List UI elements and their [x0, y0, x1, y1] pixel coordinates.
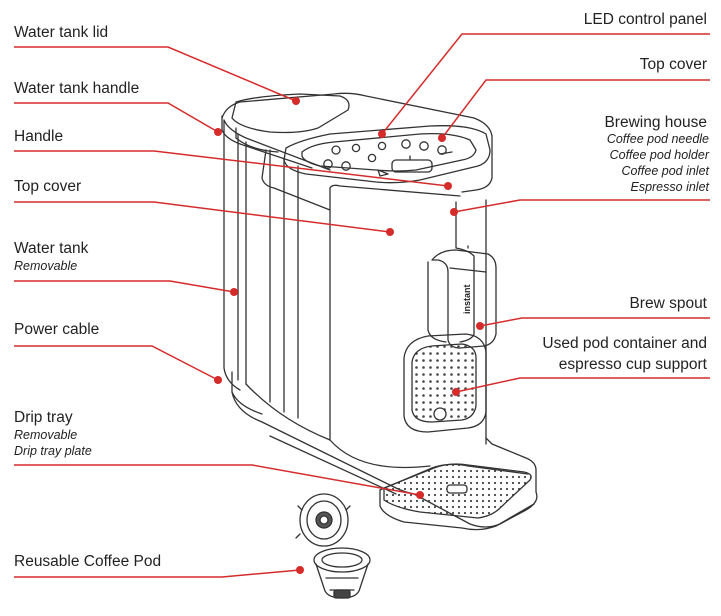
label-drip-tray-sub-2: Drip tray plate [14, 444, 92, 458]
callout-dots [214, 97, 484, 574]
label-used-pod-container-line1: Used pod container and [542, 335, 707, 352]
callout-lines [14, 33, 710, 578]
label-drip-tray-sub-1: Removable [14, 428, 78, 442]
label-power-cable: Power cable [14, 321, 100, 338]
label-used-pod-container-line2: espresso cup support [558, 356, 707, 373]
led-control-panel-drawing [283, 125, 491, 184]
label-brewing-house: Brewing house [604, 114, 707, 131]
drip-tray-drawing [231, 371, 538, 531]
label-handle: Handle [14, 128, 64, 145]
label-led-control-panel: LED control panel [583, 11, 707, 28]
label-reusable-coffee-pod: Reusable Coffee Pod [14, 553, 162, 570]
label-water-tank-handle: Water tank handle [14, 80, 140, 97]
label-brewing-sub-1: Coffee pod needle [606, 132, 709, 146]
brew-spout-drawing [427, 201, 497, 349]
label-water-tank-lid: Water tank lid [14, 24, 109, 41]
label-brew-spout: Brew spout [629, 295, 707, 312]
used-pod-container-drawing [403, 333, 487, 433]
label-top-cover-right: Top cover [639, 56, 707, 73]
label-drip-tray: Drip tray [14, 409, 73, 426]
label-brewing-sub-3: Coffee pod inlet [621, 164, 709, 178]
label-water-tank: Water tank [14, 240, 89, 257]
brand-logo: instant [462, 284, 472, 314]
label-top-cover-left: Top cover [14, 178, 82, 195]
label-water-tank-sub: Removable [14, 259, 78, 273]
reusable-coffee-pod-drawing [295, 493, 371, 599]
label-brewing-sub-2: Coffee pod holder [609, 148, 709, 162]
label-brewing-sub-4: Espresso inlet [630, 180, 709, 194]
